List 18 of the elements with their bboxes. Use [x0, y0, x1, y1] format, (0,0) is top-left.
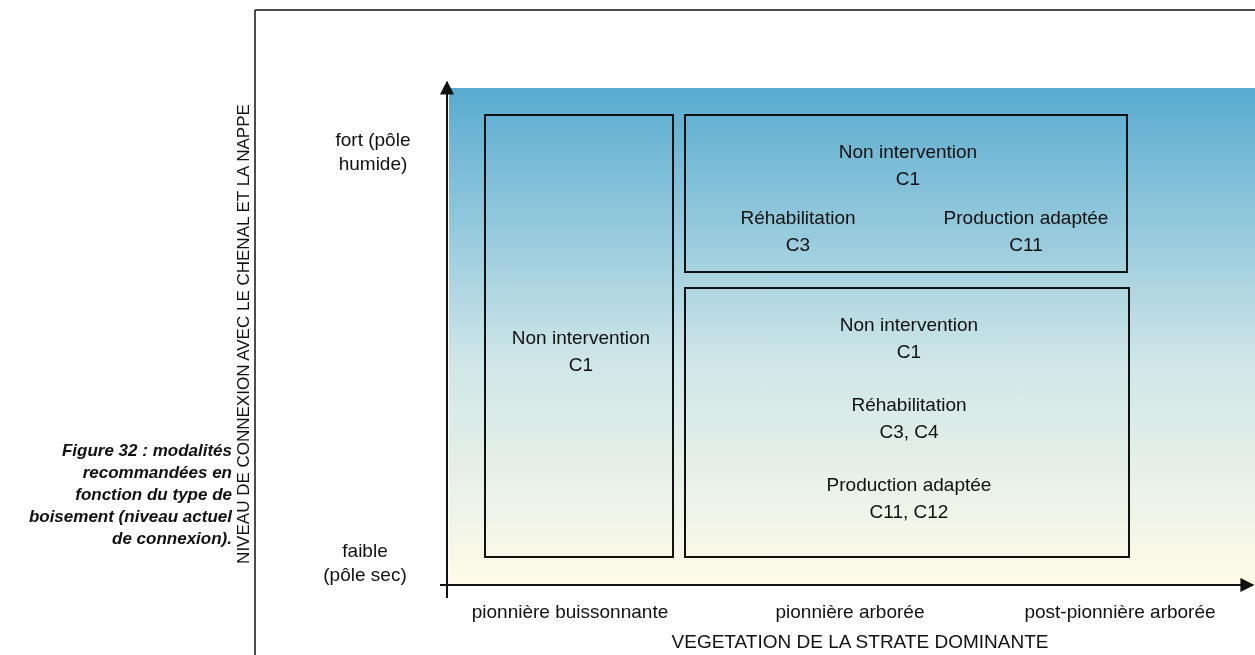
- zone-box: [484, 114, 674, 558]
- zone-text: Production adaptée C11, C12: [825, 473, 993, 524]
- tick-label: faible (pôle sec): [322, 539, 408, 587]
- tick-label: fort (pôle humide): [334, 128, 412, 176]
- zone-text: Réhabilitation C3: [739, 206, 857, 257]
- zone-text: Production adaptée C11: [942, 206, 1110, 257]
- zone-text: Non intervention C1: [838, 313, 980, 364]
- tick-label: pionnière arborée: [774, 600, 926, 624]
- zone-box: [684, 287, 1130, 558]
- zone-box: [684, 114, 1128, 273]
- axis-title: NIVEAU DE CONNEXION AVEC LE CHENAL ET LA NAPPE: [233, 103, 254, 566]
- tick-label: post-pionnière arborée: [1023, 600, 1217, 624]
- zone-text: Non intervention C1: [837, 140, 979, 191]
- tick-label: pionnière buissonnante: [470, 600, 670, 624]
- zone-text: Réhabilitation C3, C4: [850, 393, 968, 444]
- figure-caption: Figure 32 : modalités recommandées en fonction du type de boisement (niveau actuel de connexion).: [27, 440, 232, 550]
- zone-text: Non intervention C1: [510, 326, 652, 377]
- axis-title: VEGETATION DE LA STRATE DOMINANTE: [670, 630, 1050, 654]
